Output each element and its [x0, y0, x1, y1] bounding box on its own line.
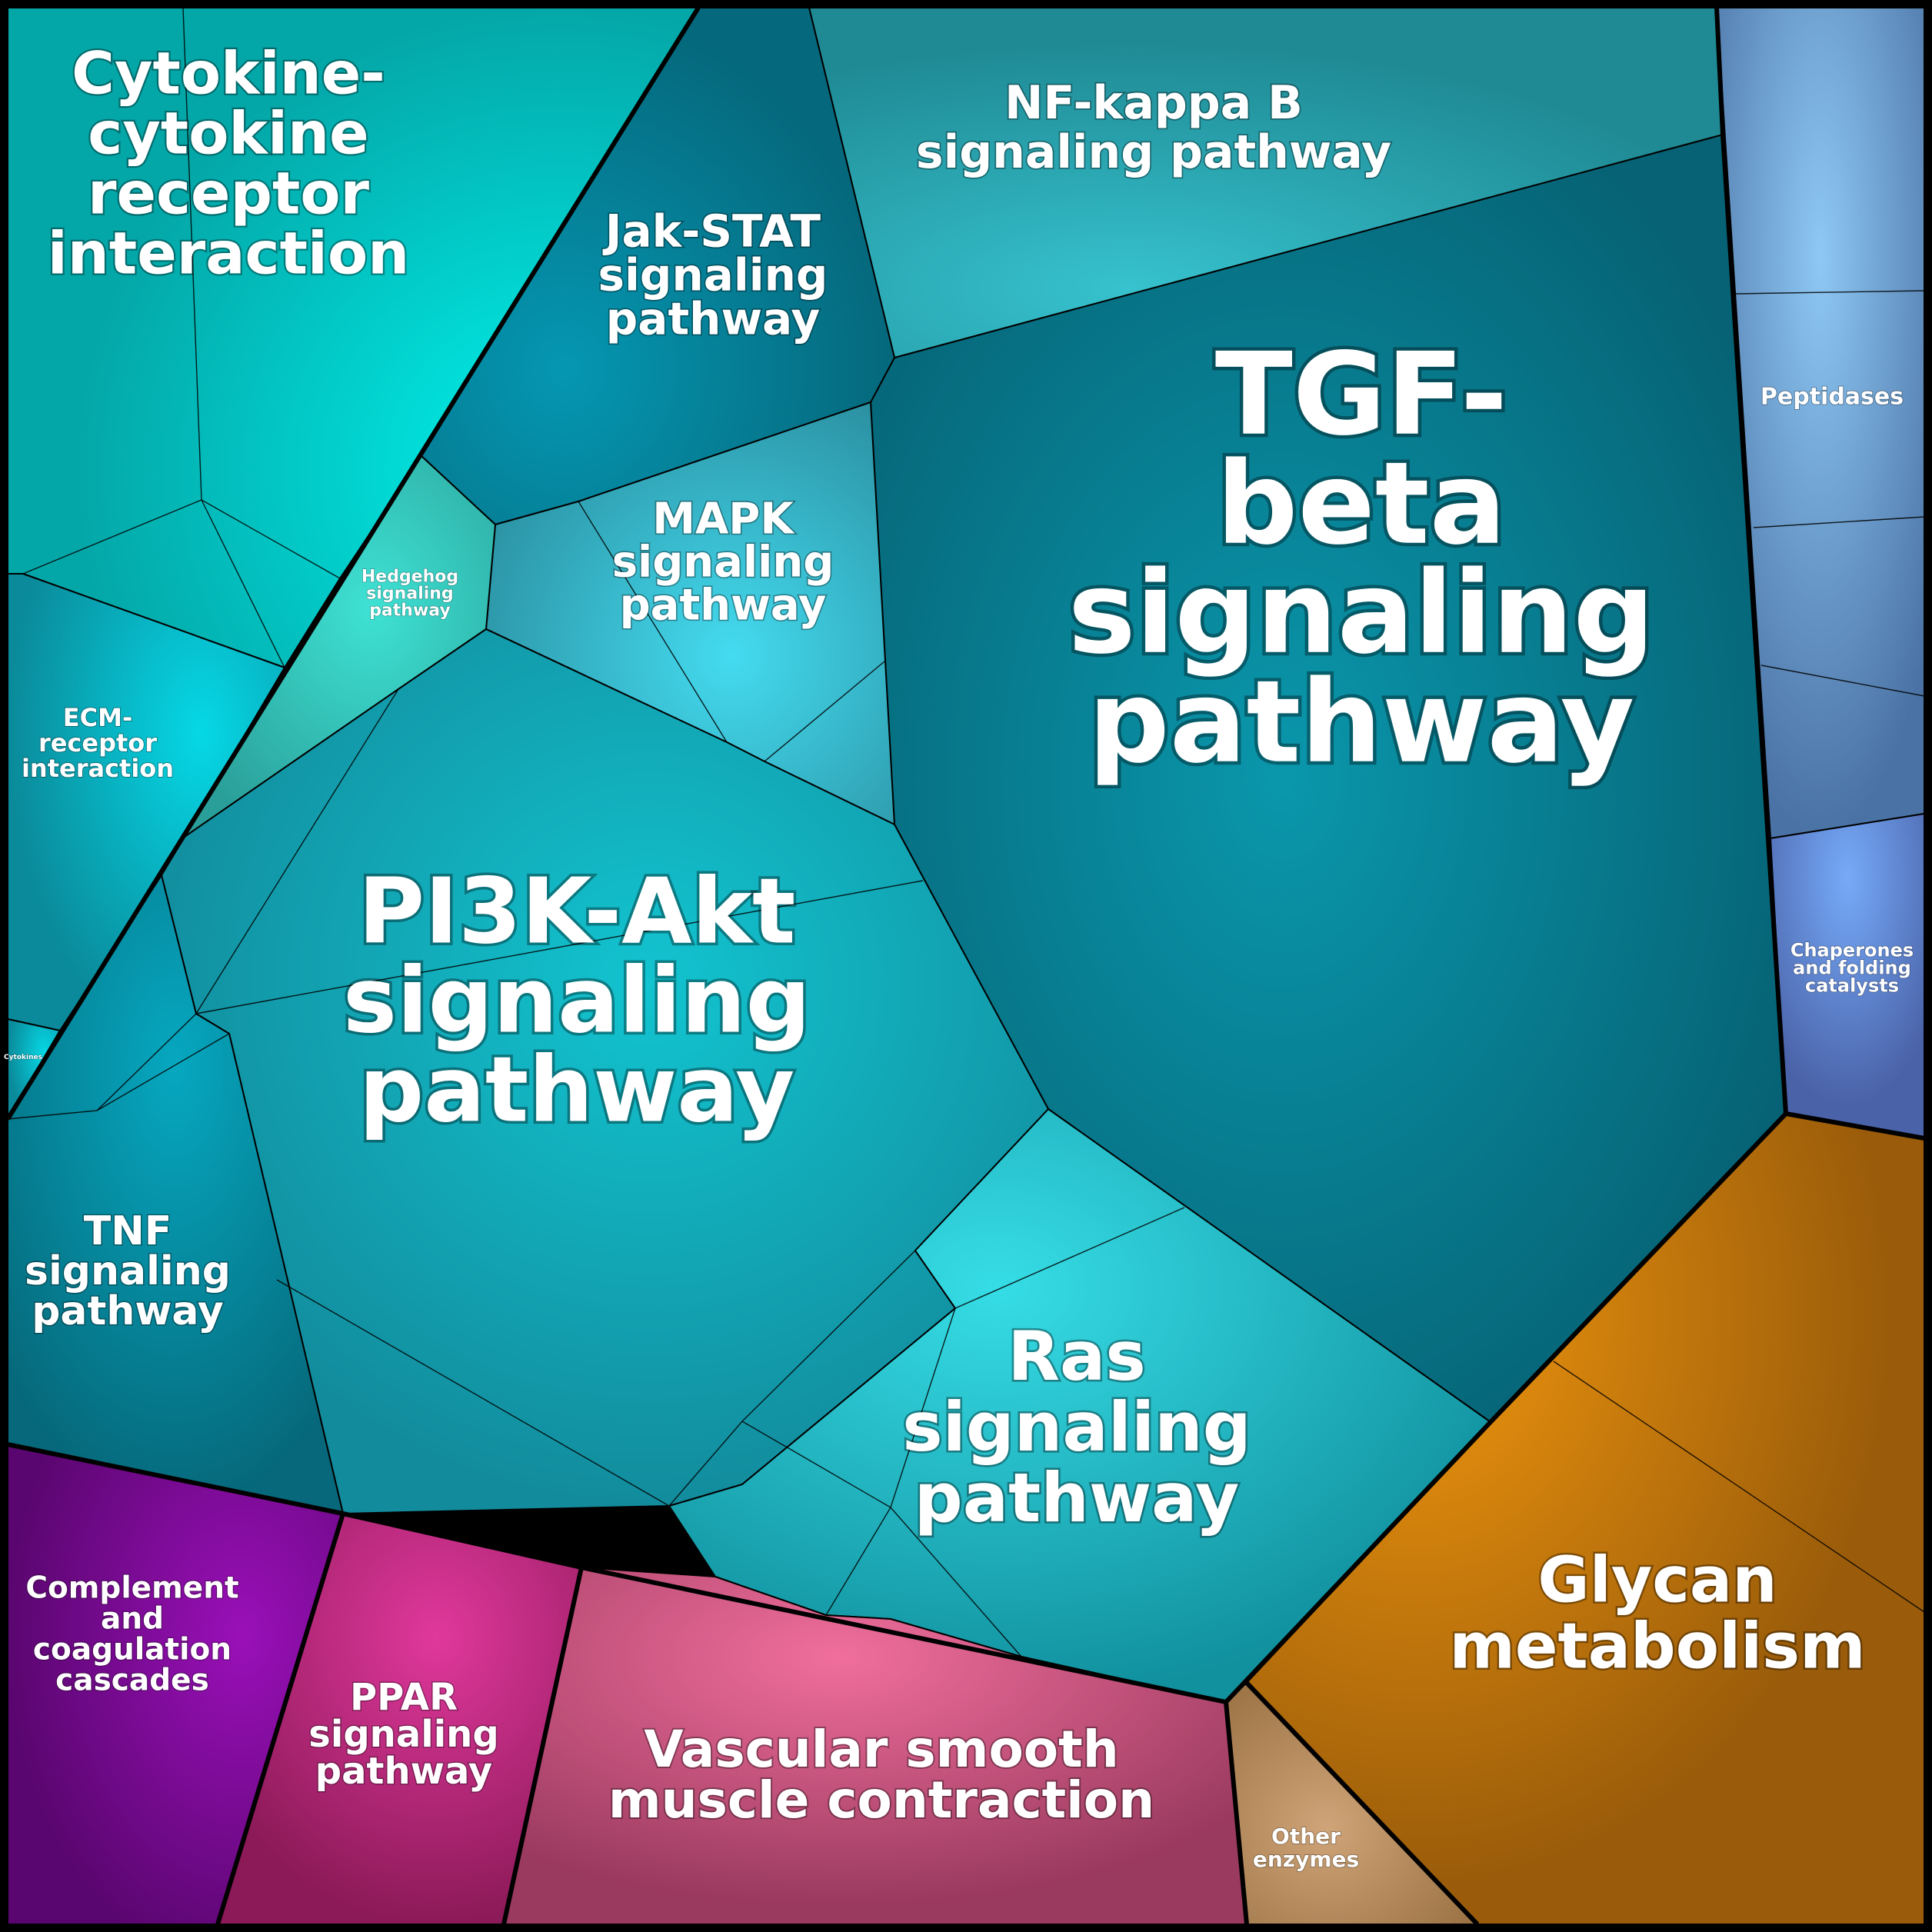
label-chaperones-line: and folding [1793, 957, 1911, 978]
label-pi3k-akt-line: signaling [343, 947, 811, 1053]
label-cytokines-line: Cytokines [4, 1054, 42, 1061]
label-complement-line: and [101, 1602, 164, 1637]
label-cytokines: Cytokines [4, 1054, 42, 1061]
label-mapk-line: signaling [612, 538, 834, 588]
label-cytokine-line: receptor [88, 159, 370, 228]
label-cytokine-line: interaction [48, 219, 410, 288]
label-hedgehog-line: Hedgehog [361, 568, 458, 587]
label-other-enzymes-line: Other [1271, 1824, 1341, 1849]
label-vascular-line: Vascular smooth [644, 1720, 1118, 1779]
label-glycan-line: metabolism [1449, 1611, 1865, 1684]
label-jak-stat-line: Jak-STAT [602, 205, 821, 257]
label-nf-kappa-b-line: NF-kappa B [1004, 76, 1303, 130]
label-pi3k-akt-line: PI3K-Akt [358, 858, 796, 964]
label-ecm-line: ECM- [63, 703, 132, 732]
label-ras-line: pathway [914, 1458, 1239, 1537]
label-ras-line: Ras [1008, 1317, 1146, 1396]
label-tgf-beta-line: TGF- [1215, 328, 1507, 461]
label-hedgehog-line: signaling [366, 585, 453, 604]
label-ppar-line: signaling [308, 1713, 498, 1756]
label-peptidases-line: Peptidases [1760, 384, 1904, 411]
label-cytokine-line: Cytokine- [72, 39, 385, 108]
label-tnf-line: pathway [32, 1288, 224, 1334]
label-ras-line: signaling [902, 1387, 1251, 1467]
label-pi3k-akt-line: pathway [359, 1036, 794, 1142]
label-tnf-line: signaling [25, 1248, 231, 1294]
label-glycan-line: Glycan [1537, 1544, 1777, 1617]
label-chaperones-line: catalysts [1805, 974, 1899, 996]
label-jak-stat-line: pathway [606, 292, 820, 345]
label-chaperones-line: Chaperones [1790, 939, 1914, 961]
label-complement-line: coagulation [33, 1633, 232, 1667]
label-tgf-beta-line: beta [1217, 438, 1507, 570]
label-jak-stat-line: signaling [598, 248, 828, 301]
label-tnf-line: TNF [84, 1208, 172, 1254]
label-vascular-line: muscle contraction [608, 1770, 1154, 1830]
label-other-enzymes-line: enzymes [1253, 1847, 1359, 1872]
label-ppar-line: PPAR [350, 1676, 458, 1719]
label-hedgehog-line: pathway [369, 601, 451, 621]
label-complement-line: cascades [55, 1664, 209, 1698]
label-ecm-line: interaction [22, 754, 174, 783]
label-ppar-line: pathway [315, 1750, 492, 1793]
label-complement-line: Complement [25, 1571, 238, 1606]
label-tgf-beta-line: pathway [1088, 656, 1634, 788]
label-mapk-line: pathway [620, 581, 827, 631]
label-tgf-beta-line: signaling [1068, 547, 1655, 679]
label-mapk-line: MAPK [652, 495, 795, 545]
label-ecm-line: receptor [38, 728, 157, 758]
label-peptidases: Peptidases [1760, 384, 1904, 411]
label-cytokine-line: cytokine [88, 99, 368, 168]
label-nf-kappa-b-line: signaling pathway [916, 125, 1391, 179]
